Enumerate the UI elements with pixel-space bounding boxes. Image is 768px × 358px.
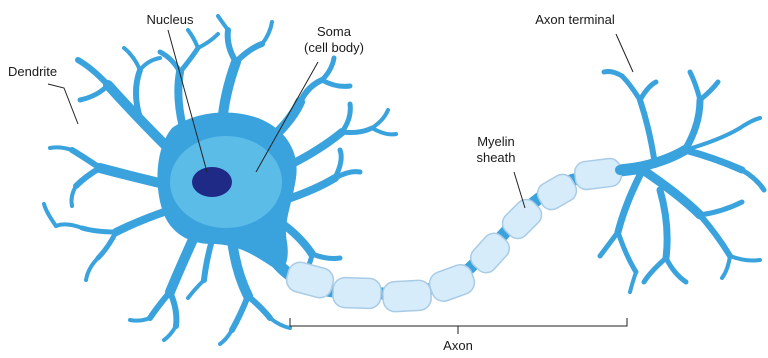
dendrite-label: Dendrite — [8, 64, 57, 79]
myelin-segment — [573, 157, 622, 190]
myelin-segment — [284, 260, 336, 301]
nucleus-label: Nucleus — [147, 12, 194, 27]
dendrite-leader — [48, 84, 78, 124]
soma-label-line1: Soma — [317, 24, 352, 39]
myelin-segment — [332, 277, 381, 309]
axon-bracket — [290, 318, 627, 326]
myelin-label-line2: sheath — [476, 150, 515, 165]
axon-terminal-label: Axon terminal — [535, 12, 615, 27]
nucleus — [192, 167, 232, 197]
myelin-segment — [382, 280, 432, 312]
axon-terminal — [600, 72, 764, 293]
axon-terminal-leader — [616, 34, 633, 72]
axon-label: Axon — [443, 338, 473, 353]
myelin-label-line1: Myelin — [477, 134, 515, 149]
soma-label-line2: (cell body) — [304, 40, 364, 55]
labels: Nucleus Soma (cell body) Dendrite Axon t… — [8, 12, 615, 353]
